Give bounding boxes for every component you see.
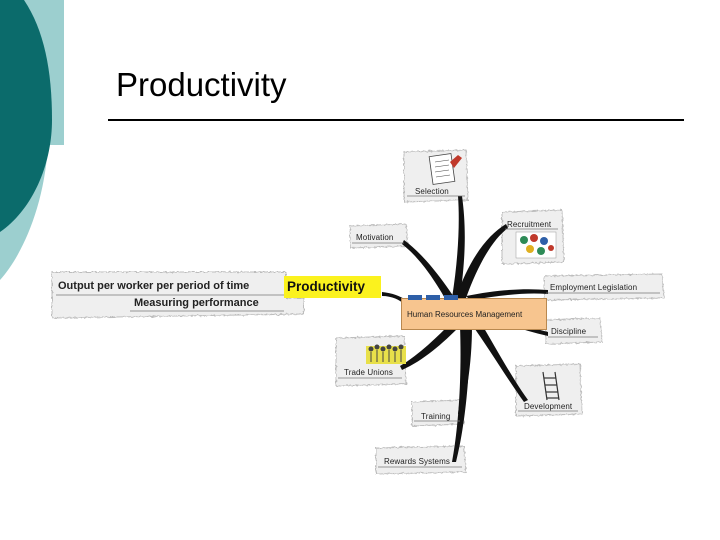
training-node-bg bbox=[411, 399, 465, 427]
center-node-ports bbox=[408, 295, 458, 300]
branch-recruitment bbox=[456, 224, 508, 298]
branch-development bbox=[470, 318, 528, 402]
node-label-selection: Selection bbox=[415, 187, 449, 196]
title-divider bbox=[108, 119, 684, 121]
branch-selection bbox=[452, 196, 465, 298]
node-label-rewards-systems: Rewards Systems bbox=[384, 457, 450, 466]
slide-title: Productivity bbox=[116, 66, 287, 103]
crowd-icon bbox=[366, 344, 406, 364]
branch-employment bbox=[466, 289, 548, 300]
subtopic-measuring-performance: Measuring performance bbox=[134, 297, 259, 309]
teal-dark-shape bbox=[0, 0, 52, 232]
branch-trade-unions bbox=[400, 320, 460, 370]
node-label-development: Development bbox=[524, 402, 573, 411]
subtopic-output-per-worker: Output per worker per period of time bbox=[58, 280, 250, 292]
node-label-employment-legislation: Employment Legislation bbox=[550, 283, 638, 292]
branch-motivation bbox=[402, 240, 456, 300]
people-group-icon bbox=[515, 231, 557, 259]
node-label-motivation: Motivation bbox=[356, 233, 394, 242]
node-label-recruitment: Recruitment bbox=[507, 220, 552, 229]
node-label-training: Training bbox=[421, 412, 451, 421]
branch-rewards bbox=[452, 326, 470, 462]
productivity-label: Productivity bbox=[287, 279, 366, 294]
checklist-icon bbox=[428, 153, 462, 185]
productivity-highlight bbox=[284, 276, 381, 298]
discipline-node-bg bbox=[545, 317, 603, 345]
node-label-trade-unions: Trade Unions bbox=[344, 368, 393, 377]
center-node-box bbox=[401, 298, 547, 330]
branch-productivity bbox=[382, 292, 406, 304]
node-label-discipline: Discipline bbox=[551, 327, 587, 336]
development-node-bg bbox=[515, 363, 583, 417]
center-node-label: Human Resources Management bbox=[407, 310, 523, 319]
ladder-icon bbox=[542, 371, 560, 401]
